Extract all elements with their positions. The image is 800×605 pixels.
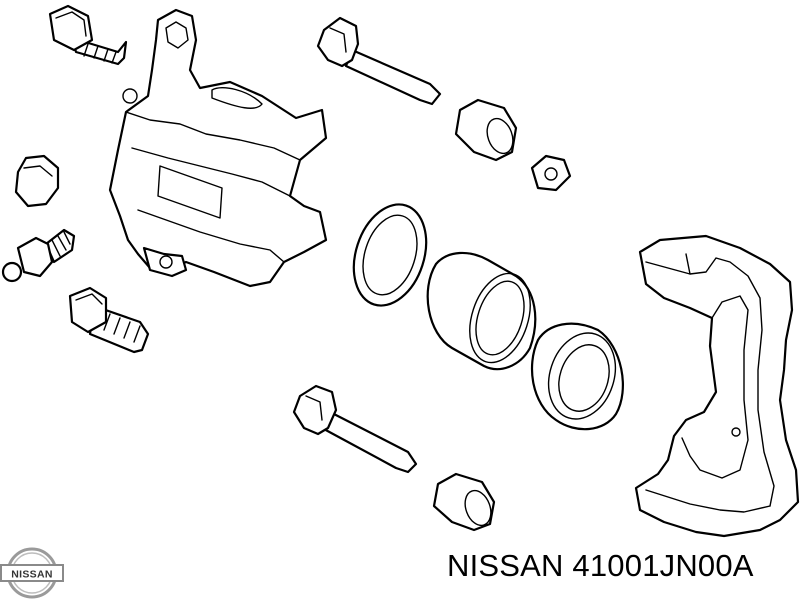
- caliper-piston: [426, 251, 537, 371]
- nissan-logo-text: NISSAN: [11, 569, 52, 581]
- caliper-bolt-top: [48, 4, 128, 66]
- caliper-bolt-bottom: [68, 286, 150, 354]
- bleeder-screw: [1, 228, 76, 283]
- piston-boot: [530, 322, 624, 431]
- nissan-logo: NISSAN: [0, 545, 64, 600]
- bleeder-cap: [14, 154, 60, 208]
- hex-nut: [530, 154, 572, 192]
- caliper-housing: [108, 8, 328, 288]
- pin-boot-upper: [454, 98, 518, 162]
- pin-boot-lower: [432, 472, 496, 532]
- part-number-caption: NISSAN 41001JN00A: [447, 548, 754, 583]
- guide-pin-lower: [292, 384, 418, 474]
- piston-seal: [352, 203, 428, 307]
- guide-pin-upper: [316, 16, 442, 106]
- caliper-mounting-bracket: [634, 234, 800, 538]
